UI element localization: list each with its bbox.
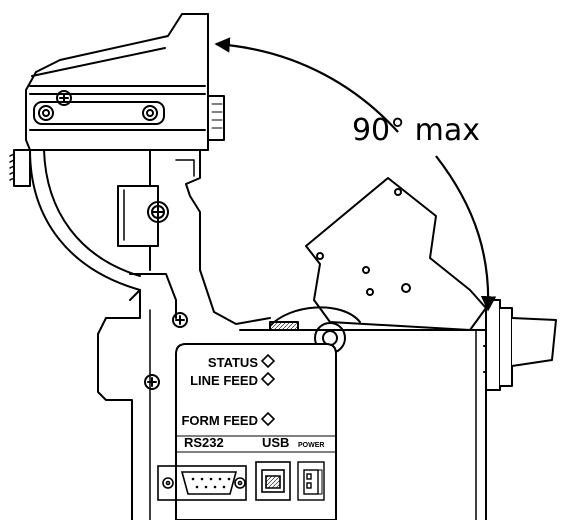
cover-screw-right [142, 105, 158, 121]
rotation-limit-label: 90° max [352, 113, 480, 148]
status-row: STATUS [208, 353, 276, 370]
rs232-label: RS232 [184, 435, 224, 450]
paper-guide-plate [305, 177, 487, 331]
body-phillips-screw-side [144, 374, 160, 390]
rs232-port [157, 465, 247, 501]
line-feed-label: LINE FEED [190, 373, 258, 388]
cover-phillips-screw [56, 90, 72, 106]
form-feed-row: FORM FEED [181, 411, 276, 428]
printer-body [97, 289, 487, 520]
knurled-knob [9, 149, 31, 187]
status-led-icon [260, 353, 276, 369]
rotation-arrow [214, 37, 497, 312]
usb-label: USB [262, 435, 289, 450]
status-label: STATUS [208, 355, 258, 370]
usb-port [255, 461, 291, 501]
form-feed-button-icon [260, 411, 276, 427]
hinge-mechanism [29, 149, 271, 325]
opened-cover [25, 13, 225, 151]
cover-screw-left [38, 105, 54, 121]
line-feed-row: LINE FEED [190, 371, 276, 388]
power-connector [297, 461, 325, 501]
form-feed-label: FORM FEED [181, 413, 258, 428]
rs232-screw-left [162, 477, 174, 489]
rs232-screw-right [234, 477, 246, 489]
line-feed-button-icon [260, 371, 276, 387]
body-phillips-screw-top [172, 312, 188, 328]
hinge-phillips-screw [147, 201, 169, 223]
tear-bar [483, 299, 557, 391]
power-label: POWER [298, 442, 324, 449]
